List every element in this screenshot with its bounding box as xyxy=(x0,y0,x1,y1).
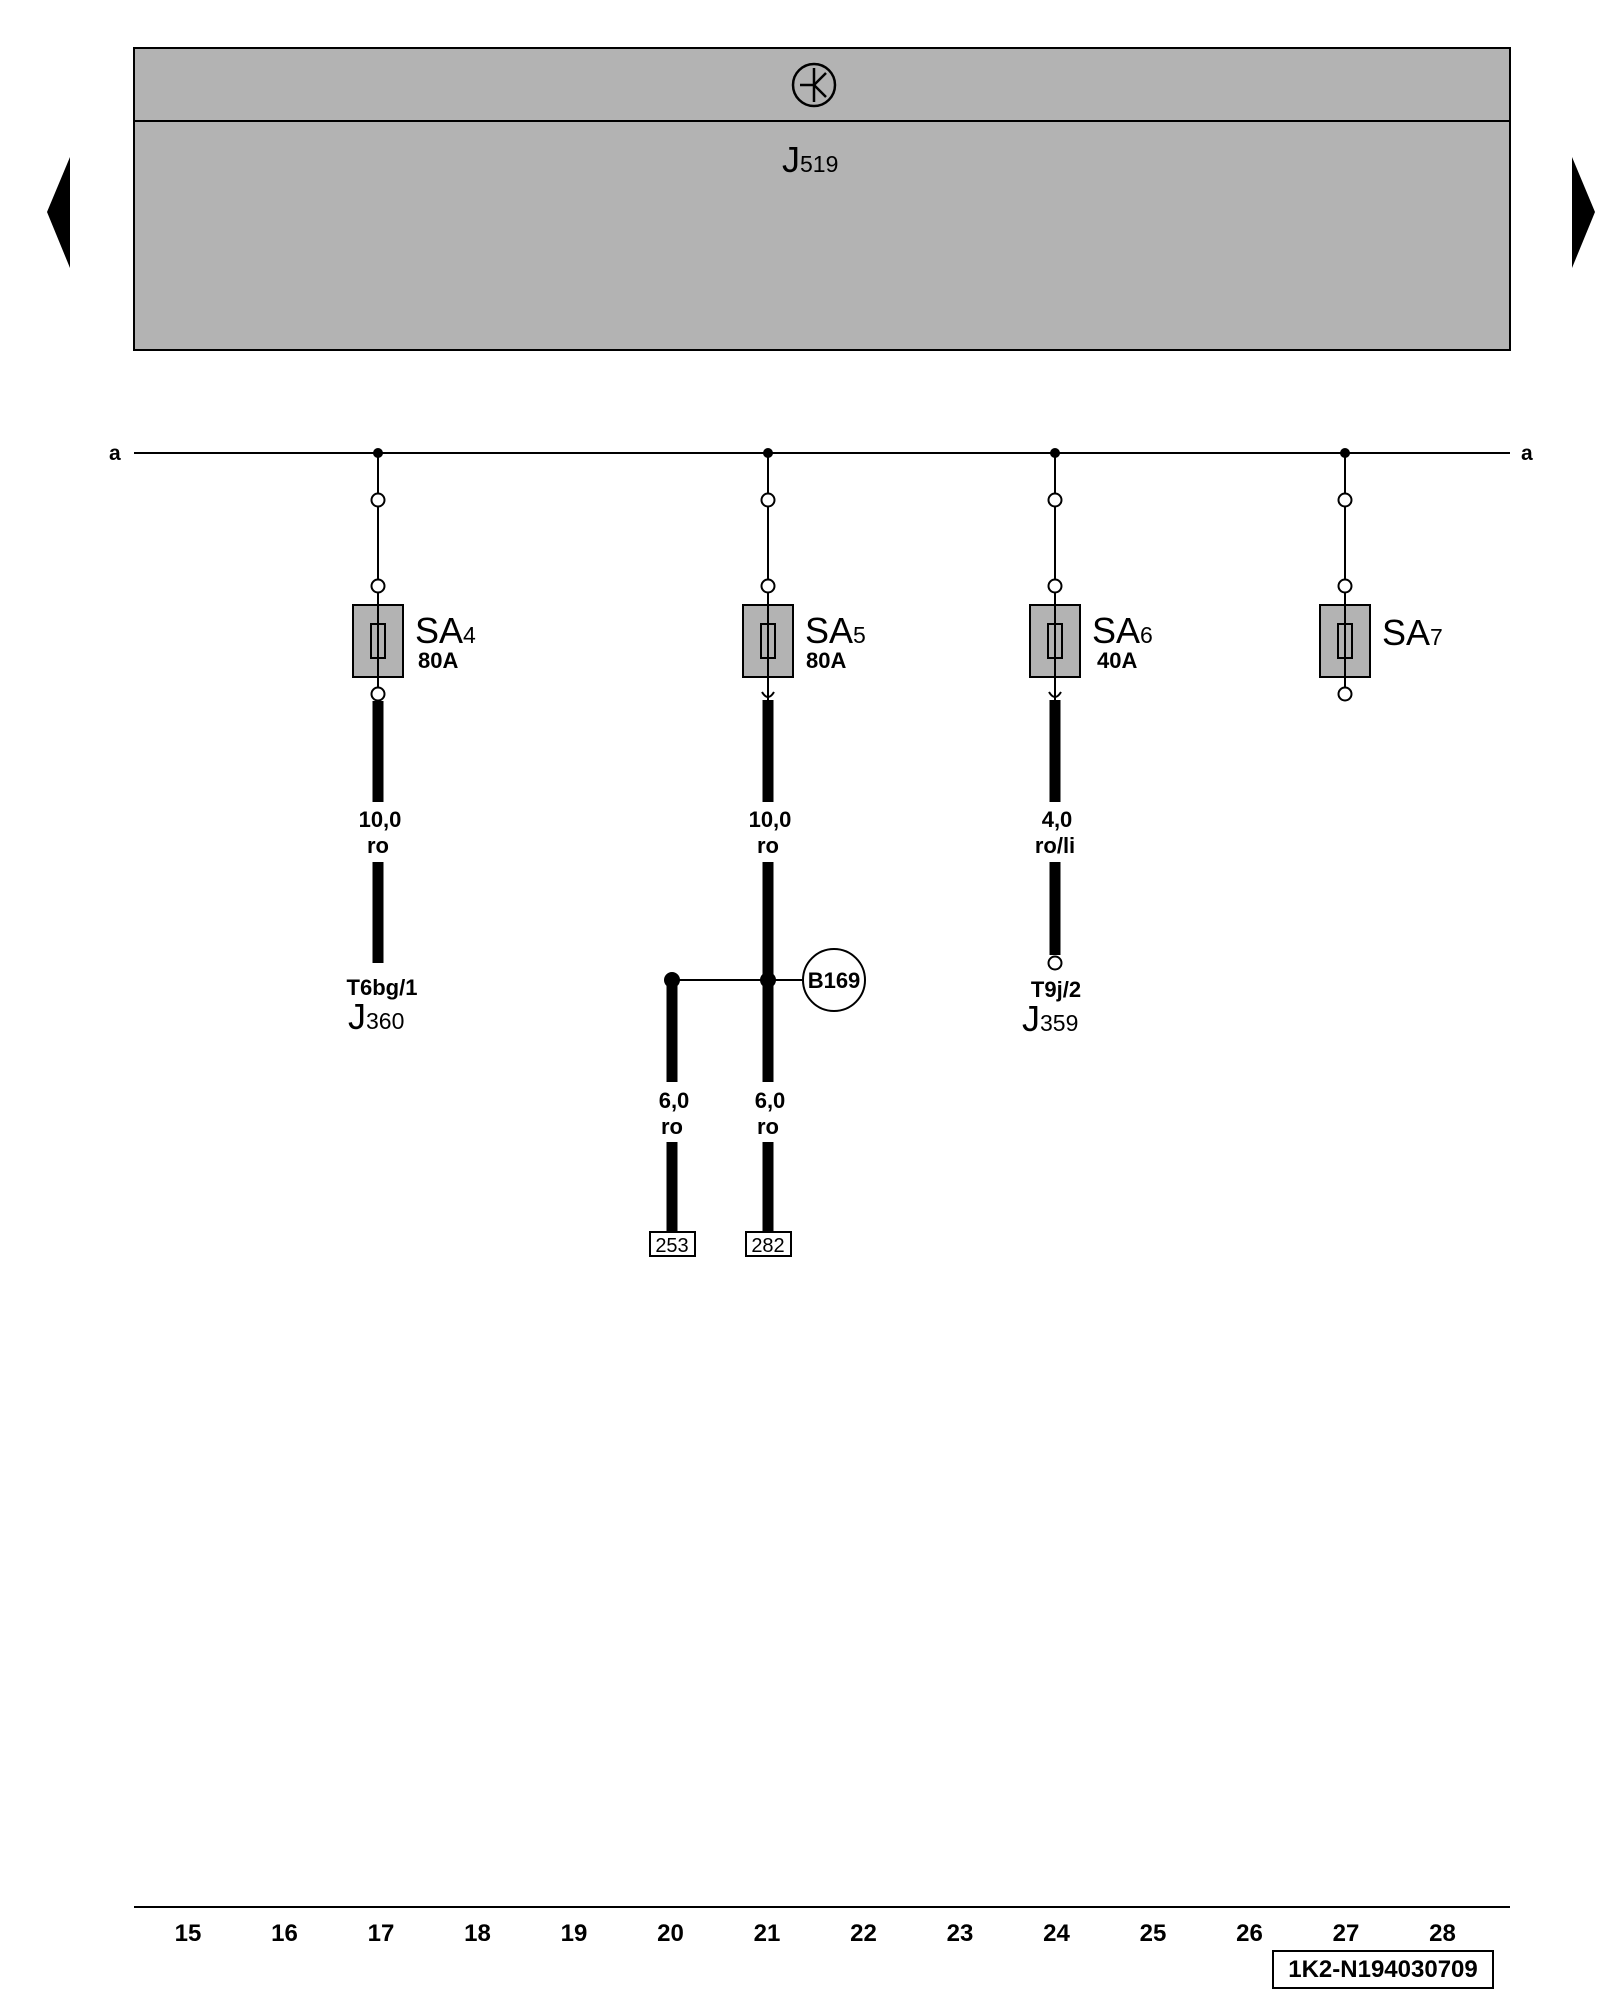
fuse-branch-sa5 xyxy=(649,448,866,1257)
fuse-branch-sa7 xyxy=(1319,448,1371,702)
fuse-rating-sa6: 40A xyxy=(1097,648,1137,673)
wire-color-4: ro xyxy=(661,1114,683,1139)
fuse-rating-sa4: 80A xyxy=(418,648,458,673)
ref-box-253[interactable] xyxy=(649,1231,696,1257)
column-number: 22 xyxy=(850,1920,877,1947)
module-label: J519 xyxy=(782,139,838,180)
triangle-right-icon[interactable] xyxy=(1572,157,1595,268)
ref-253-label: 253 xyxy=(655,1235,688,1257)
ref-box-282[interactable] xyxy=(745,1231,792,1257)
column-number: 20 xyxy=(657,1920,684,1947)
wire-color-3: ro/li xyxy=(1035,833,1075,858)
column-numbers: 15 16 17 18 19 20 21 22 23 24 25 26 27 28 xyxy=(175,1920,1456,1947)
column-number: 21 xyxy=(754,1920,781,1947)
wire-color-5: ro xyxy=(757,1114,779,1139)
column-number: 18 xyxy=(464,1920,491,1947)
column-number: 27 xyxy=(1333,1920,1360,1947)
bus-label-right: a xyxy=(1521,442,1533,465)
wire-size-5: 6,0 xyxy=(755,1088,786,1113)
connector-pin-t6bg: T6bg/1 xyxy=(347,975,418,1000)
fuse-branch-sa4 xyxy=(352,448,404,963)
diagram-code: 1K2-N194030709 xyxy=(1288,1956,1477,1983)
component-j359: J359 xyxy=(1022,998,1078,1039)
fuse-label-sa7: SA7 xyxy=(1382,612,1443,653)
component-j360: J360 xyxy=(348,996,404,1037)
column-number: 23 xyxy=(947,1920,974,1947)
column-number: 19 xyxy=(561,1920,588,1947)
transistor-symbol-icon xyxy=(791,62,837,108)
wire-size-2: 10,0 xyxy=(749,807,792,832)
fuse-label-sa4: SA4 xyxy=(415,610,476,651)
bus-label-left: a xyxy=(109,442,121,465)
fuse-label-sa6: SA6 xyxy=(1092,610,1153,651)
column-number: 15 xyxy=(175,1920,202,1947)
connector-pin-t9j: T9j/2 xyxy=(1031,977,1081,1002)
wire-size-4: 6,0 xyxy=(659,1088,690,1113)
junction-b169-marker xyxy=(802,948,866,1012)
triangle-left-icon[interactable] xyxy=(47,157,70,268)
diagram-code-box xyxy=(1272,1950,1494,1989)
ref-282-label: 282 xyxy=(751,1235,784,1257)
wire-color-2: ro xyxy=(757,833,779,858)
column-number: 16 xyxy=(271,1920,298,1947)
column-number: 24 xyxy=(1043,1920,1070,1947)
column-number: 25 xyxy=(1140,1920,1167,1947)
column-number: 28 xyxy=(1429,1920,1456,1947)
control-module-j519: J519 xyxy=(133,47,1511,351)
fuse-branch-sa6 xyxy=(1029,448,1081,971)
fuse-label-sa5: SA5 xyxy=(805,610,866,651)
junction-b169-label: B169 xyxy=(808,968,861,993)
column-number: 26 xyxy=(1236,1920,1263,1947)
wire-color-1: ro xyxy=(367,833,389,858)
column-number: 17 xyxy=(368,1920,395,1947)
wire-size-1: 10,0 xyxy=(359,807,402,832)
fuse-rating-sa5: 80A xyxy=(806,648,846,673)
wire-size-3: 4,0 xyxy=(1042,807,1073,832)
